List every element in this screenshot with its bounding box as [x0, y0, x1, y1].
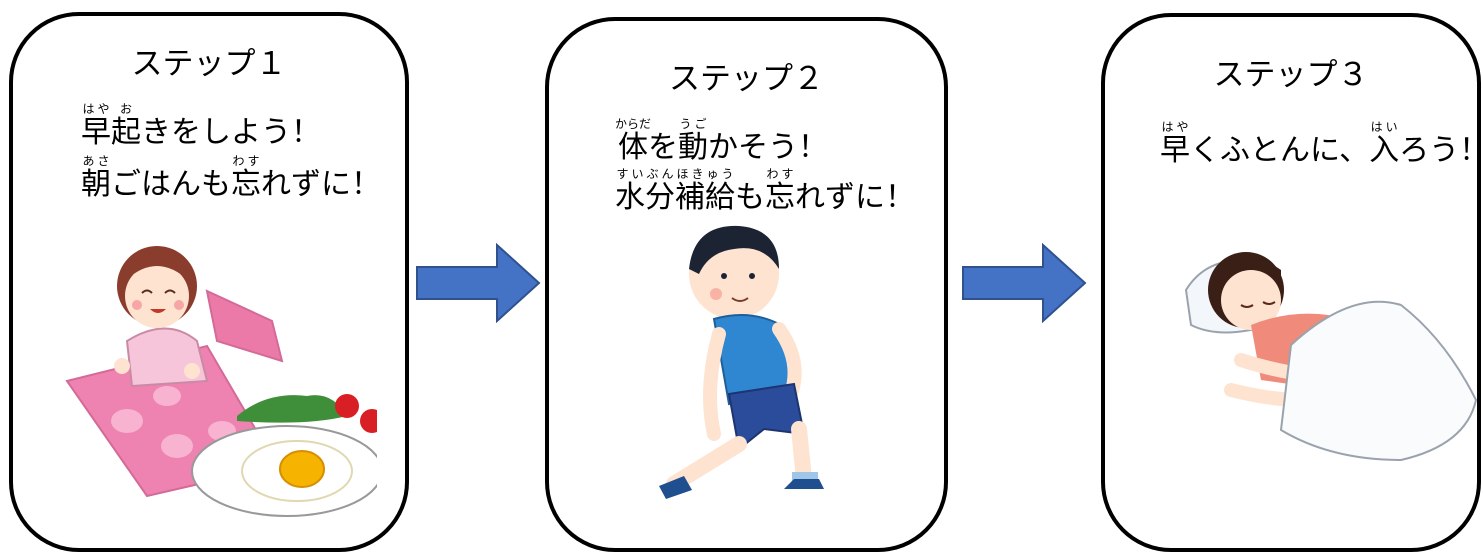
step-3-title: ステップ３: [1213, 57, 1369, 93]
step-3-line-1: 早はやくふとんに、入はいろう！: [1160, 120, 1483, 168]
girl-waking-up-illustration: [65, 246, 377, 517]
boy-stretching-illustration: [659, 225, 824, 499]
step-1-title: ステップ１: [131, 46, 287, 82]
step-2-card: ステップ２ 体からだを動うごかそう！ 水分補給すいぶんほきゅうも忘わすれずに！: [545, 17, 948, 552]
right-arrow-icon: [416, 243, 541, 323]
step-2-line-1: 体からだを動うごかそう！: [615, 117, 828, 165]
right-arrow-icon: [962, 243, 1087, 323]
step-1-line-2: 朝あさごはんも忘わすれずに！: [81, 154, 381, 202]
step-1-line-1: 早はや起おきをしよう！: [81, 102, 321, 150]
step-3-card: ステップ３ 早はやくふとんに、入はいろう！: [1101, 13, 1483, 552]
step-1-card: ステップ１ 早はや起おきをしよう！ 朝あさごはんも忘わすれずに！: [9, 12, 409, 552]
girl-sleeping-illustration: [1184, 252, 1478, 462]
step-2-title: ステップ２: [669, 61, 824, 97]
step-2-line-2: 水分補給すいぶんほきゅうも忘わすれずに！: [615, 167, 915, 215]
